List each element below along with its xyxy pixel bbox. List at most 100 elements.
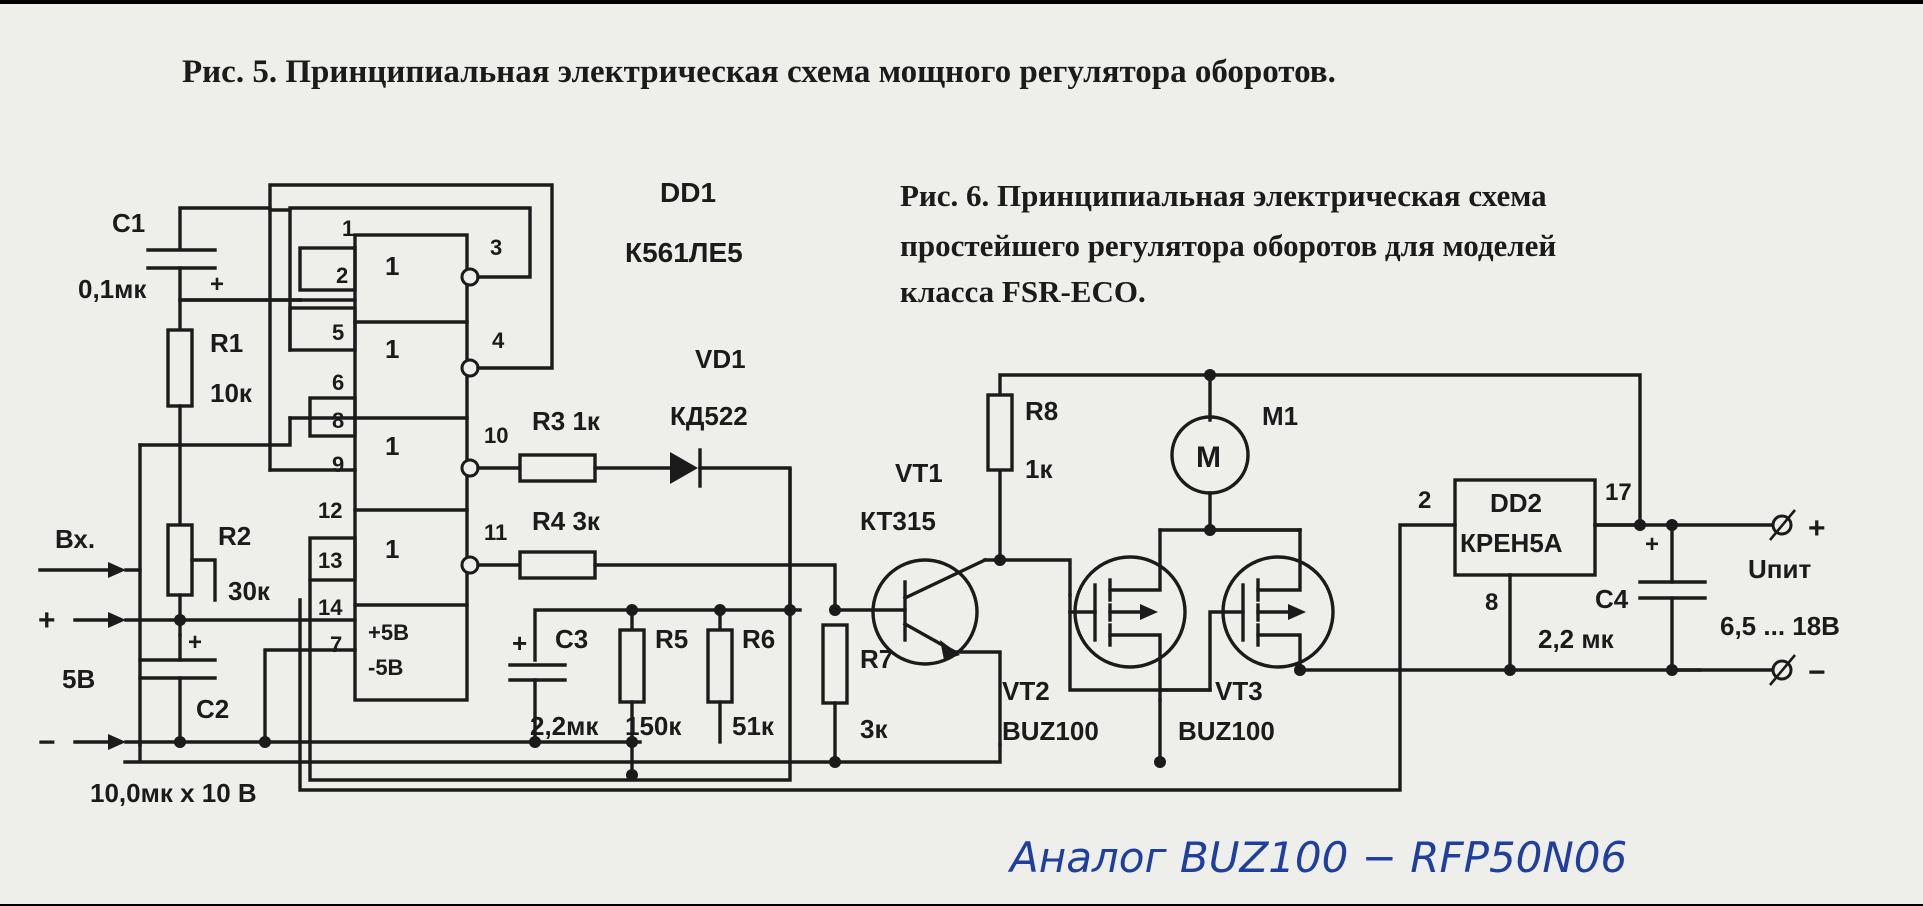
pin-13: 13 xyxy=(318,548,342,573)
r2-value: 30к xyxy=(228,576,271,606)
vt1-transistor: VT1 КТ315 xyxy=(833,458,1002,747)
gate1-output-bubble xyxy=(460,267,480,287)
dd1-chip: 1 1 1 1 +5В -5В xyxy=(353,233,480,702)
r6-value: 51к xyxy=(732,711,775,741)
pin-11: 11 xyxy=(484,520,507,545)
c4-ref: С4 xyxy=(1595,584,1629,614)
r5-ref: R5 xyxy=(655,624,688,654)
r1-ref: R1 xyxy=(210,328,243,358)
minus-ground-line: − xyxy=(38,468,1457,792)
r8-ref: R8 xyxy=(1025,396,1058,426)
dd1-type: К561ЛЕ5 xyxy=(625,237,743,268)
r8-body xyxy=(986,393,1014,472)
pin-9: 9 xyxy=(332,452,344,477)
uout-label: Uпит xyxy=(1748,554,1811,584)
c4-plus: + xyxy=(1645,531,1659,558)
power-stage: R8 1к М М1 VT2 BUZ100 xyxy=(983,369,1702,768)
c3-plus: + xyxy=(512,628,527,658)
r5-value: 150к xyxy=(625,711,682,741)
fig6-caption-line3: класса FSR-ECO. xyxy=(900,274,1146,309)
motor-letter: М xyxy=(1196,441,1221,474)
r3-label: R3 1к xyxy=(532,406,601,436)
vd1-type: КД522 xyxy=(670,401,748,431)
dd2-pin-in: 2 xyxy=(1418,487,1431,514)
vt2-ref: VT2 xyxy=(1002,676,1050,706)
pin-12: 12 xyxy=(318,498,342,523)
dd1-supply-minus: -5В xyxy=(368,655,403,680)
c1-capacitor: + С1 0,1мк xyxy=(78,206,302,332)
c4-output: + С4 2,2 мк + − Uпит 6,5 ... 18В xyxy=(1538,509,1840,689)
r3-body xyxy=(518,453,597,483)
r7-resistor: R7 3к xyxy=(821,604,893,768)
c3-value: 2,2мк xyxy=(530,711,599,741)
input-and-r2: Вх. R2 30к xyxy=(38,416,357,747)
dd2-type: КРЕН5А xyxy=(1460,528,1563,558)
fig6-caption-line2: простейшего регулятора оборотов для моде… xyxy=(900,228,1556,263)
c4-value: 2,2 мк xyxy=(1538,624,1615,654)
vt1-body xyxy=(871,558,979,666)
paper-background xyxy=(0,4,1923,904)
c3-ref: С3 xyxy=(555,624,588,654)
gate3-output-bubble xyxy=(460,458,480,478)
r6-ref: R6 xyxy=(742,624,775,654)
vt1-type: КТ315 xyxy=(860,506,936,536)
dd2-pin-gnd: 8 xyxy=(1485,589,1498,616)
r2-body xyxy=(166,523,194,597)
pin-7: 7 xyxy=(330,632,342,657)
r7-body xyxy=(821,623,849,705)
vd1-ref: VD1 xyxy=(695,344,746,374)
m1-ref: М1 xyxy=(1262,401,1298,431)
c2-capacitor: + С2 10,0мк х 10 В xyxy=(90,629,257,808)
r2-ref: R2 xyxy=(218,521,251,551)
dd2-pin-out: 17 xyxy=(1605,479,1632,506)
vt3-type: BUZ100 xyxy=(1178,716,1275,746)
pin-1: 1 xyxy=(342,216,354,241)
r4-branch: R4 3к xyxy=(476,506,837,612)
gate2-symbol: 1 xyxy=(385,334,399,364)
output-minus-sign: − xyxy=(1808,656,1826,689)
dd2-ref: DD2 xyxy=(1490,488,1542,518)
r8-value: 1к xyxy=(1025,454,1053,484)
dd2-regulator: DD2 КРЕН5А 2 17 8 xyxy=(1418,478,1782,676)
voltage-5v: 5В xyxy=(62,664,95,694)
c1-ref: С1 xyxy=(112,208,145,238)
minus-sign-left: − xyxy=(38,726,56,759)
handwritten-note: Аналог BUZ100 − RFP50N06 xyxy=(1007,833,1627,882)
r1-value: 10к xyxy=(210,378,253,408)
pin-4: 4 xyxy=(492,328,505,353)
pin-2: 2 xyxy=(336,263,348,288)
gate1-symbol: 1 xyxy=(385,251,399,281)
vt1-ref: VT1 xyxy=(895,458,943,488)
gate2-output-bubble xyxy=(460,358,480,378)
plus-5v-line: + 5В xyxy=(38,604,357,694)
dd1-ref: DD1 xyxy=(660,177,716,208)
c3-r5-r6-network: + С3 2,2мк R5 150к R6 51к xyxy=(508,604,802,781)
r1-resistor: R1 10к xyxy=(166,328,253,527)
vt3-ref: VT3 xyxy=(1215,676,1263,706)
c2-plus: + xyxy=(188,629,202,656)
gate4-output-bubble xyxy=(460,555,480,575)
r3-vd1-branch: R3 1к VD1 КД522 xyxy=(476,344,792,488)
c1-plus: + xyxy=(210,271,224,298)
fig6-caption-line1: Рис. 6. Принципиальная электрическая схе… xyxy=(900,178,1547,213)
r4-label: R4 3к xyxy=(532,506,601,536)
pin-5: 5 xyxy=(332,320,344,345)
pin-14: 14 xyxy=(318,595,343,620)
fig5-caption: Рис. 5. Принципиальная электрическая схе… xyxy=(182,54,1336,90)
pin-10: 10 xyxy=(484,423,508,448)
c1-value: 0,1мк xyxy=(78,274,147,304)
input-label: Вх. xyxy=(55,524,95,554)
gate4-symbol: 1 xyxy=(385,534,399,564)
r5-body xyxy=(618,628,646,704)
c2-value: 10,0мк х 10 В xyxy=(90,778,257,808)
pin-3: 3 xyxy=(490,235,502,260)
pin-6: 6 xyxy=(332,370,344,395)
c2-ref: С2 xyxy=(196,694,229,724)
output-plus-sign: + xyxy=(1808,512,1826,545)
pin-8: 8 xyxy=(332,408,344,433)
gate3-symbol: 1 xyxy=(385,431,399,461)
r7-value: 3к xyxy=(860,714,888,744)
vd1-diode xyxy=(670,452,698,484)
